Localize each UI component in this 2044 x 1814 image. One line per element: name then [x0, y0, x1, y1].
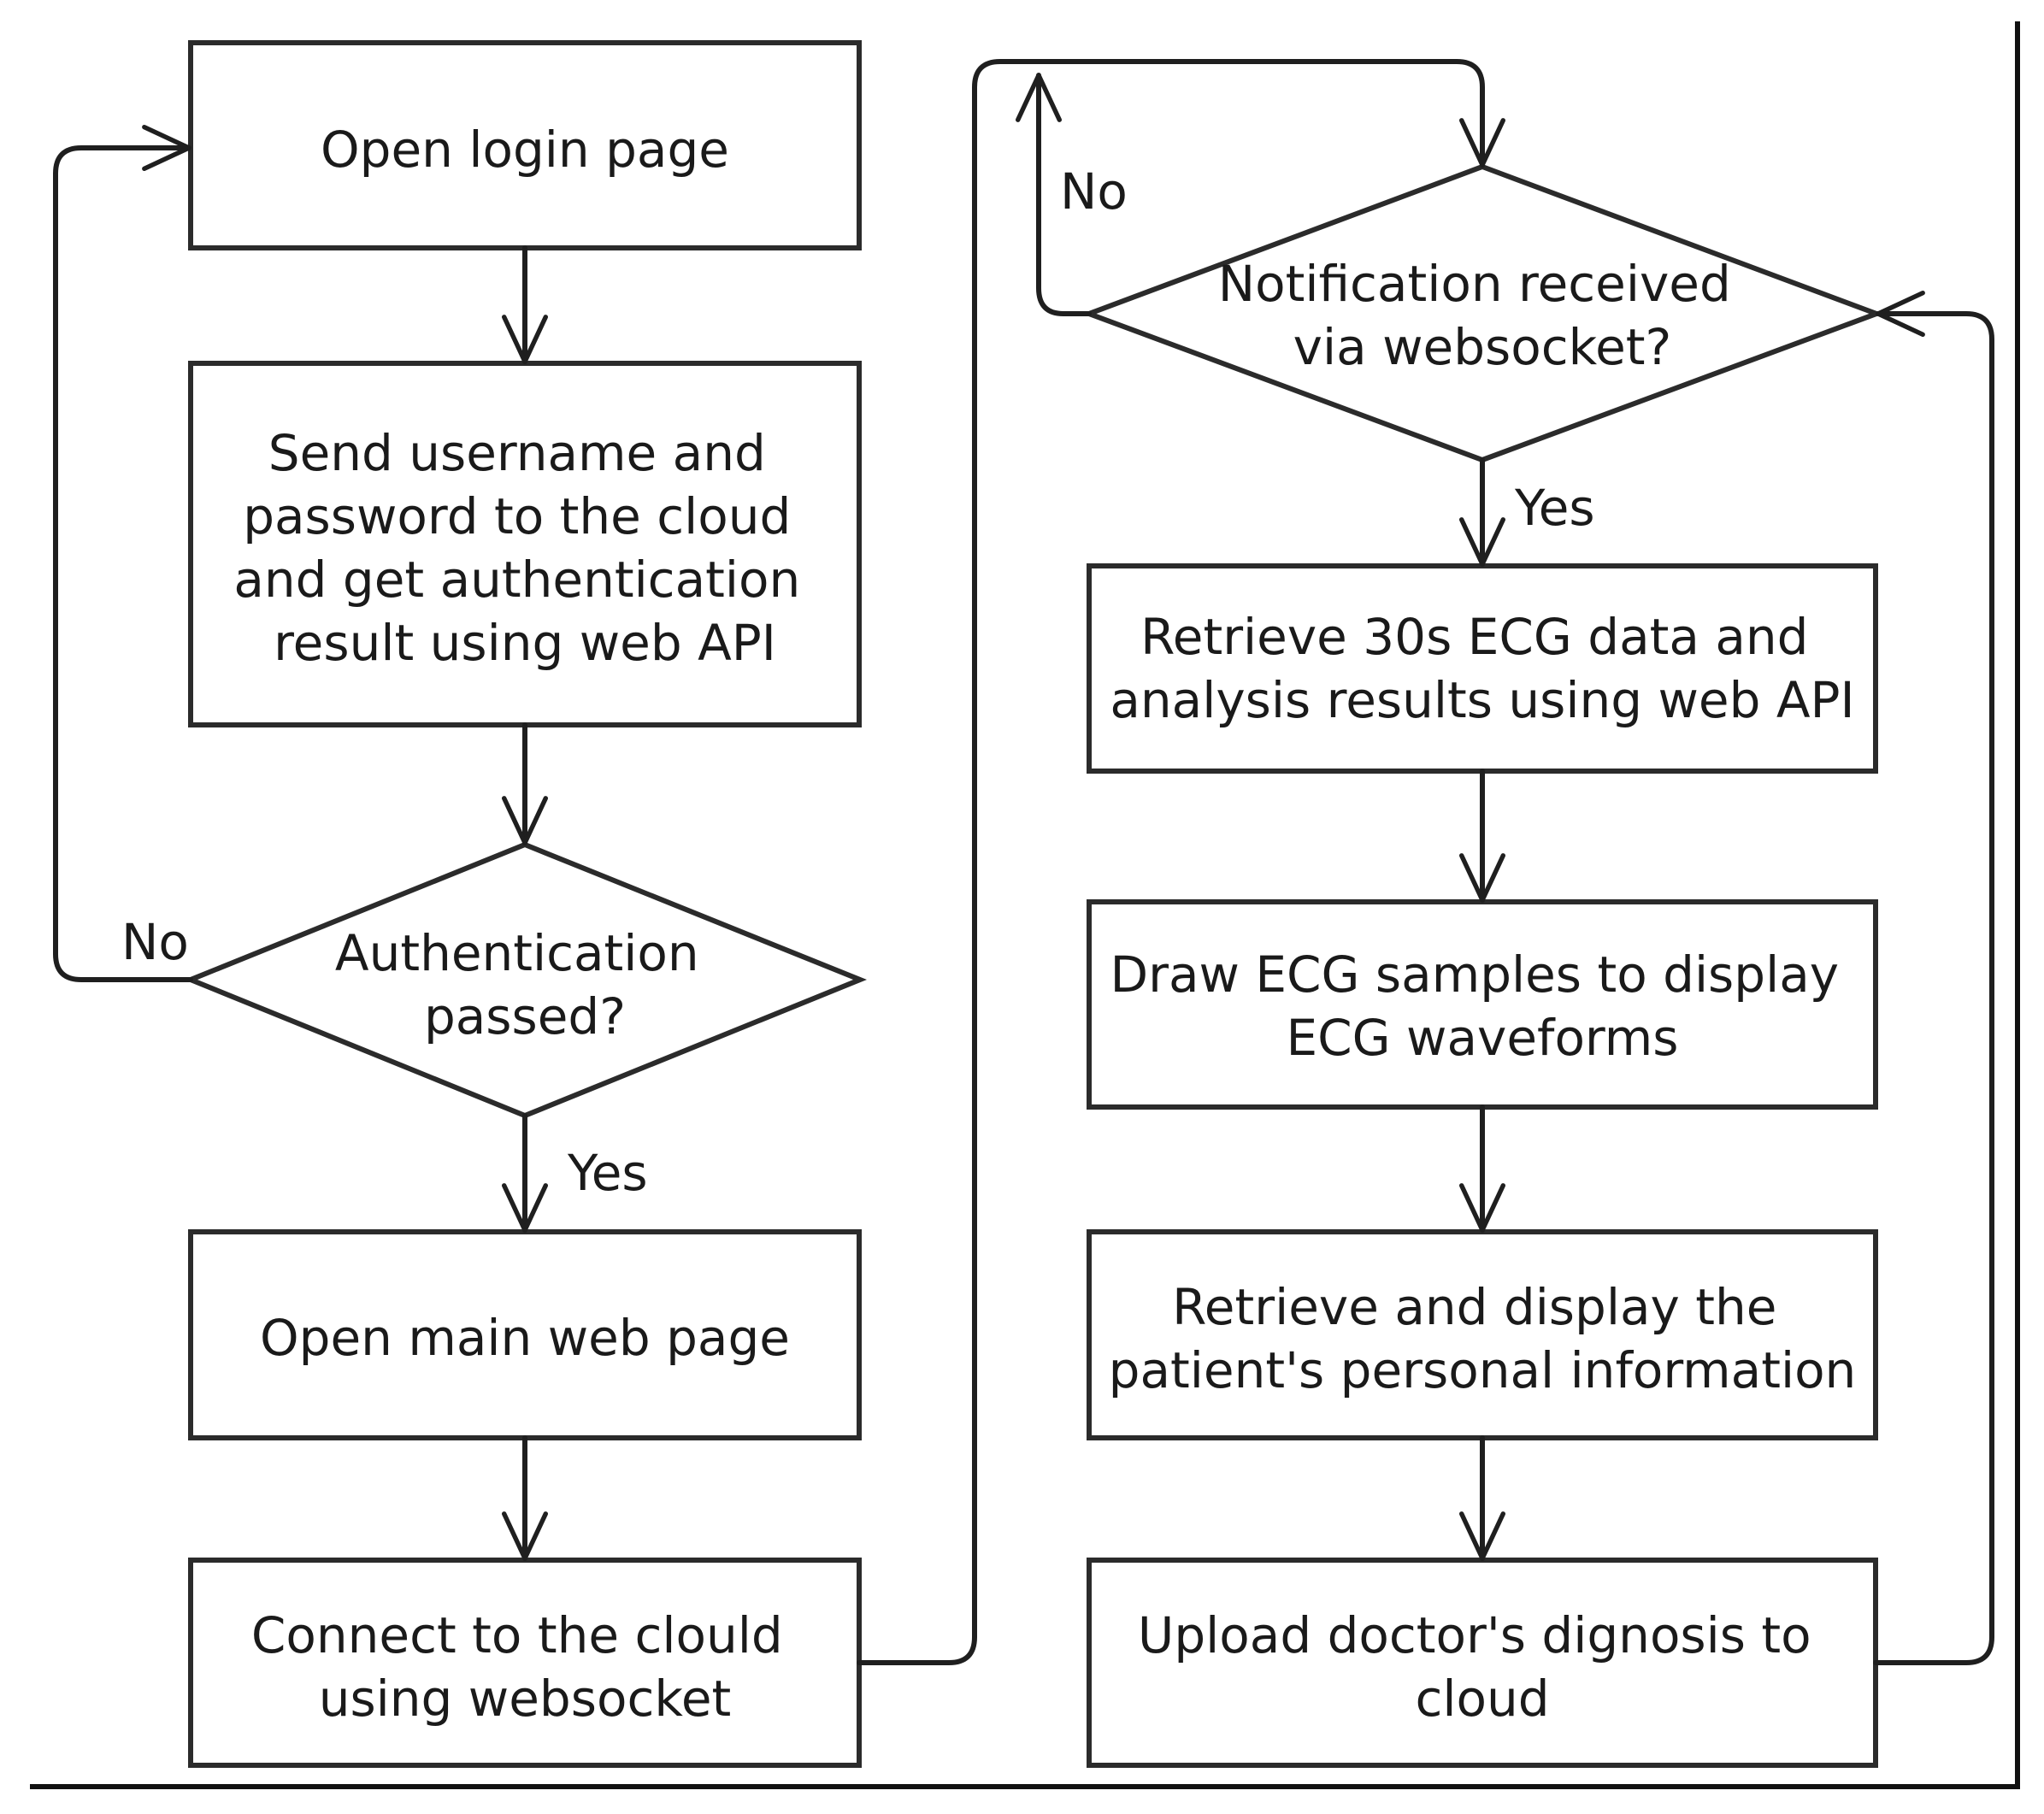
node-draw-ecg-samples-line-2: ECG waveforms	[1287, 1009, 1679, 1067]
node-retrieve-ecg-data: Retrieve 30s ECG data and analysis resul…	[1087, 563, 1878, 774]
node-draw-ecg-samples: Draw ECG samples to display ECG waveform…	[1087, 899, 1878, 1110]
node-patient-information-label: Retrieve and display the patient's perso…	[1109, 1278, 1857, 1399]
node-draw-ecg-samples-line-1: Draw ECG samples to display	[1110, 945, 1839, 1004]
auth-no-label: No	[121, 913, 189, 971]
node-draw-ecg-samples-label: Draw ECG samples to display ECG waveform…	[1110, 945, 1854, 1067]
decision-notification-line-2: via websocket?	[1293, 318, 1672, 376]
node-open-login-page-label: Open login page	[321, 121, 729, 179]
node-send-credentials-line-4: result using web API	[274, 614, 776, 672]
auth-yes-label: Yes	[567, 1144, 648, 1202]
decision-authentication-line-2: passed?	[424, 987, 626, 1045]
decision-authentication-label: Authentication passed?	[335, 924, 715, 1045]
decision-notification-label: Notification received via websocket?	[1218, 255, 1747, 376]
decision-authentication-passed: Authentication passed?	[184, 841, 868, 1119]
node-connect-websocket: Connect to the clould using websocket	[188, 1558, 862, 1768]
node-send-credentials: Send username and password to the cloud …	[188, 361, 862, 727]
node-open-main-web-page-line-1: Open main web page	[260, 1309, 790, 1367]
node-connect-websocket-line-1: Connect to the clould	[251, 1606, 783, 1664]
node-connect-websocket-label: Connect to the clould using websocket	[251, 1606, 798, 1728]
node-send-credentials-line-2: password to the cloud	[243, 487, 791, 545]
node-open-main-web-page: Open main web page	[188, 1229, 862, 1440]
node-retrieve-ecg-data-label: Retrieve 30s ECG data and analysis resul…	[1110, 608, 1854, 729]
node-retrieve-ecg-data-line-2: analysis results using web API	[1110, 671, 1854, 729]
frame-border	[30, 21, 2020, 1789]
node-upload-diagnosis-line-2: cloud	[1415, 1670, 1549, 1728]
decision-notification-line-1: Notification received	[1218, 255, 1731, 313]
node-retrieve-ecg-data-line-1: Retrieve 30s ECG data and	[1140, 608, 1808, 666]
arrow-notification-no-loop	[1016, 73, 1092, 316]
decision-notification-received: Notification received via websocket?	[1081, 163, 1884, 463]
node-send-credentials-label: Send username and password to the cloud …	[233, 424, 816, 672]
node-patient-information: Retrieve and display the patient's perso…	[1087, 1229, 1878, 1440]
notification-no-label: No	[1060, 162, 1128, 221]
arrow-upload-back-to-notification-check	[1873, 291, 1994, 1665]
node-upload-diagnosis: Upload doctor's dignosis to cloud	[1087, 1558, 1878, 1768]
node-patient-information-line-1: Retrieve and display the	[1172, 1278, 1776, 1336]
node-open-login-page: Open login page	[188, 40, 862, 250]
node-upload-diagnosis-label: Upload doctor's dignosis to cloud	[1138, 1606, 1827, 1728]
node-open-login-page-line-1: Open login page	[321, 121, 729, 179]
arrow-auth-no-to-login	[53, 125, 193, 982]
arrow-connect-to-notification-check	[857, 59, 1505, 1665]
node-open-main-web-page-label: Open main web page	[260, 1309, 790, 1367]
decision-authentication-line-1: Authentication	[335, 924, 699, 982]
node-send-credentials-line-1: Send username and	[268, 424, 766, 482]
notification-yes-label: Yes	[1514, 479, 1595, 537]
node-upload-diagnosis-line-1: Upload doctor's dignosis to	[1138, 1606, 1811, 1664]
node-connect-websocket-line-2: using websocket	[319, 1670, 732, 1728]
node-patient-information-line-2: patient's personal information	[1109, 1341, 1857, 1399]
node-send-credentials-line-3: and get authentication	[233, 551, 800, 609]
